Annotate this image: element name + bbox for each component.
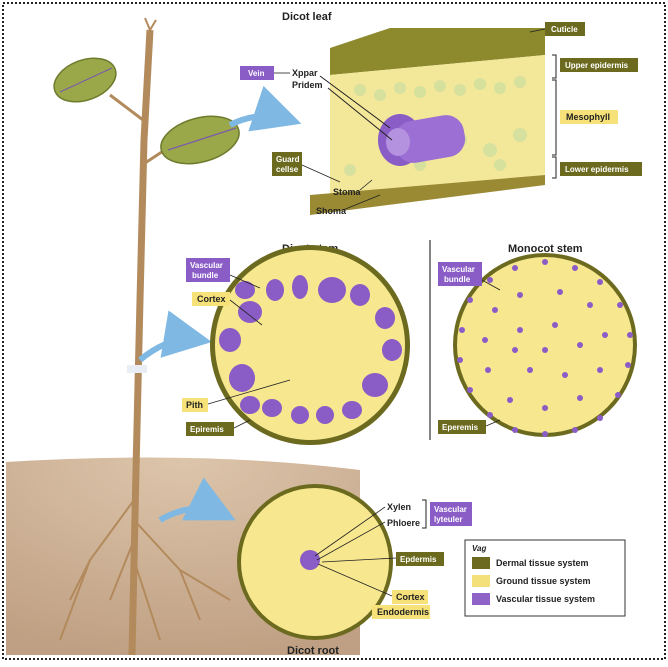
label-stoma-2: Shoma bbox=[316, 206, 347, 216]
label-cuticle: Cuticle bbox=[551, 25, 578, 34]
tissue-key: Vag Dermal tissue system Ground tissue s… bbox=[465, 540, 625, 616]
label-stoma-1: Stoma bbox=[333, 187, 362, 197]
label-root-phloem: Phloere bbox=[387, 518, 420, 528]
label-vascular-cylinder-2: lyteuler bbox=[434, 515, 462, 524]
leaf-title: Dicot leaf bbox=[282, 11, 332, 23]
label-dicot-vascular-1: Vascular bbox=[190, 261, 223, 270]
label-vein: Vein bbox=[248, 69, 265, 78]
arrow-to-leaf bbox=[230, 116, 290, 125]
label-endodermis: Endodermis bbox=[377, 607, 429, 617]
label-dicot-epidermis: Epiremis bbox=[190, 425, 224, 434]
label-monocot-epidermis: Eperemis bbox=[442, 423, 479, 432]
dicot-root-section bbox=[237, 484, 393, 640]
branch-upper bbox=[110, 95, 143, 120]
label-guard-cells-2: cellse bbox=[276, 165, 299, 174]
label-dicot-cortex: Cortex bbox=[197, 294, 226, 304]
label-mesophyll: Mesophyll bbox=[566, 112, 610, 122]
stem-tip bbox=[145, 18, 156, 30]
key-label-vascular: Vascular tissue system bbox=[496, 594, 595, 604]
stem-section-marker bbox=[127, 365, 147, 373]
key-label-ground: Ground tissue system bbox=[496, 576, 591, 586]
dicot-stem-section bbox=[210, 245, 410, 445]
arrow-to-stem bbox=[140, 339, 200, 360]
key-swatch-ground bbox=[472, 575, 490, 587]
key-title: Vag bbox=[472, 544, 486, 553]
label-monocot-vascular-2: bundle bbox=[444, 275, 471, 284]
label-lower-epidermis: Lower epidermis bbox=[565, 165, 629, 174]
leaf-vein-core bbox=[386, 128, 410, 156]
key-swatch-dermal bbox=[472, 557, 490, 569]
label-root-cortex: Cortex bbox=[396, 592, 425, 602]
label-vascular-cylinder-1: Vascular bbox=[434, 505, 467, 514]
key-swatch-vascular bbox=[472, 593, 490, 605]
key-label-dermal: Dermal tissue system bbox=[496, 558, 589, 568]
root-title: Dicot root bbox=[287, 645, 339, 657]
label-guard-cells-1: Guard bbox=[276, 155, 300, 164]
label-dicot-vascular-2: bundle bbox=[192, 271, 219, 280]
label-upper-epidermis: Upper epidermis bbox=[565, 61, 629, 70]
label-monocot-vascular-1: Vascular bbox=[442, 265, 475, 274]
label-root-epidermis: Epdermis bbox=[400, 555, 437, 564]
label-leaf-xylem: Xppar bbox=[292, 68, 318, 78]
label-root-xylem: Xylen bbox=[387, 502, 411, 512]
label-leaf-phloem: Pridem bbox=[292, 80, 323, 90]
label-pith: Pith bbox=[186, 400, 203, 410]
